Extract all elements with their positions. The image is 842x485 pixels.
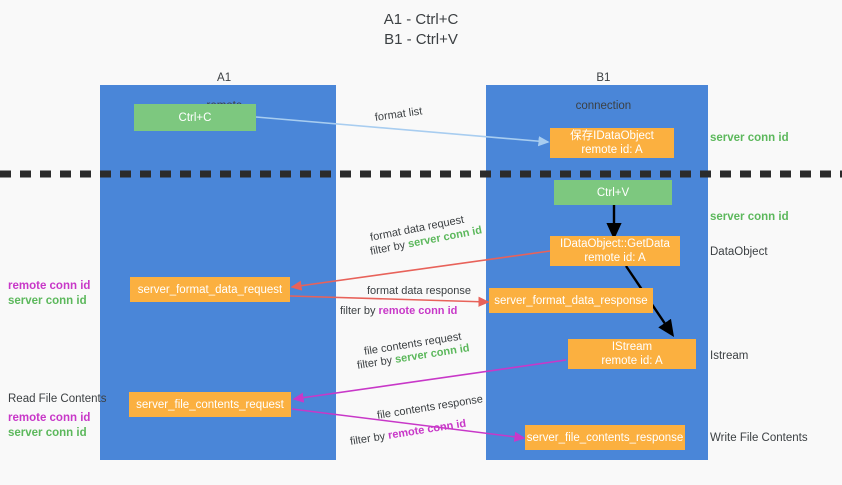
edge-label-file-contents-response-text: file contents response (376, 393, 484, 422)
box-server-file-contents-response[interactable]: server_file_contents_response (525, 425, 685, 450)
box-getdata[interactable]: IDataObject::GetData remote id: A (550, 236, 680, 266)
box-server-format-data-request[interactable]: server_format_data_request (130, 277, 290, 302)
edge-label-file-contents-response: file contents response (376, 392, 484, 424)
box-istream-line2: remote id: A (601, 355, 663, 367)
box-server-file-contents-response-line1: server_file_contents_response (526, 431, 684, 444)
edge-label-format-list: format list (374, 104, 423, 125)
edge-label-format-data-response-filter: filter by remote conn id (340, 304, 457, 319)
label-remote-conn-id-lower: remote conn id (8, 412, 91, 424)
edge-label-format-data-response-text: format data response (367, 285, 471, 297)
edge-label-file-contents-response-filter-value: remote conn id (387, 417, 467, 442)
box-ctrl-c-line1: Ctrl+C (178, 111, 212, 124)
box-server-format-data-response-line1: server_format_data_response (494, 294, 648, 307)
label-dataobject: DataObject (710, 246, 768, 258)
box-getdata-line2: remote id: A (584, 252, 646, 264)
edge-label-format-list-text: format list (374, 105, 424, 124)
label-group-conn-ids-upper: remote conn id server conn id (8, 279, 90, 309)
box-getdata-line1: IDataObject::GetData (560, 238, 670, 250)
box-save-idataobject[interactable]: 保存IDataObject remote id: A (550, 128, 674, 158)
column-header-b1: B1 connection (486, 57, 708, 127)
box-server-file-contents-request-line1: server_file_contents_request (136, 398, 284, 411)
column-header-b1-sub: connection (575, 100, 632, 112)
label-remote-conn-id-upper: remote conn id (8, 280, 91, 292)
box-server-format-data-response[interactable]: server_format_data_response (489, 288, 653, 313)
label-write-file-contents: Write File Contents (710, 432, 808, 444)
label-read-file-contents: Read File Contents (8, 393, 107, 405)
label-server-conn-id-lower: server conn id (8, 427, 87, 439)
box-istream[interactable]: IStream remote id: A (568, 339, 696, 369)
box-server-file-contents-request[interactable]: server_file_contents_request (129, 392, 291, 417)
edge-label-file-contents-response-filter-prefix: filter by (349, 429, 390, 448)
box-save-idataobject-line2: remote id: A (581, 144, 643, 156)
edge-label-format-data-response-filter-value: remote conn id (378, 305, 458, 317)
label-istream: Istream (710, 350, 749, 362)
box-save-idataobject-line1: 保存IDataObject (570, 130, 654, 142)
box-ctrl-c[interactable]: Ctrl+C (134, 104, 256, 131)
box-ctrl-v-line1: Ctrl+V (596, 186, 630, 199)
column-header-a1-name: A1 (217, 72, 232, 84)
label-server-conn-id-upper: server conn id (8, 295, 87, 307)
page-title: A1 - Ctrl+C B1 - Ctrl+V (383, 11, 459, 48)
box-server-format-data-request-line1: server_format_data_request (137, 283, 283, 296)
column-header-b1-name: B1 (596, 72, 611, 84)
edge-label-file-contents-response-filter: filter by remote conn id (349, 417, 467, 450)
label-server-conn-id-mid: server conn id (710, 211, 789, 223)
label-server-conn-id-top: server conn id (710, 132, 789, 144)
box-ctrl-v[interactable]: Ctrl+V (554, 180, 672, 205)
edge-label-format-data-response-filter-prefix: filter by (340, 305, 379, 317)
label-group-conn-ids-lower: remote conn id server conn id (8, 411, 90, 441)
edge-label-format-data-response: format data response (367, 284, 471, 299)
box-istream-line1: IStream (611, 341, 653, 353)
edge-label-file-contents-request-filter-prefix: filter by (356, 353, 397, 372)
